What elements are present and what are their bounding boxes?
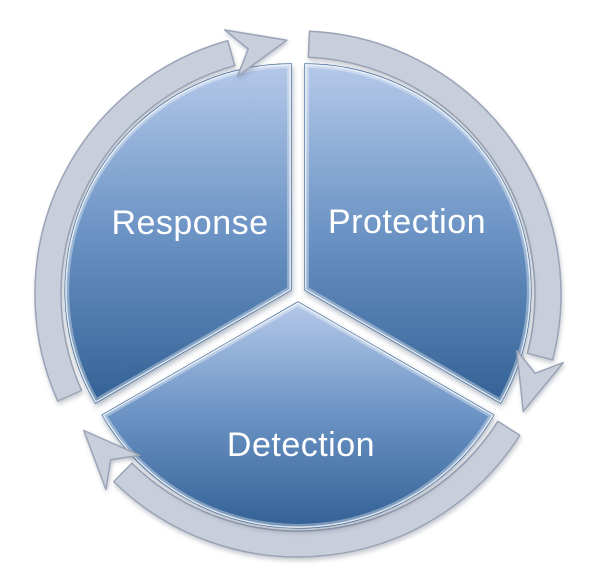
cycle-arc-protection bbox=[307, 30, 562, 361]
arrowhead-lower-left-icon bbox=[83, 429, 141, 491]
segment-labels: Response Protection Detection bbox=[111, 203, 486, 464]
cycle-arrow-ring bbox=[34, 30, 562, 558]
segment-label-response: Response bbox=[111, 204, 268, 242]
segment-label-protection: Protection bbox=[328, 203, 486, 241]
arrowhead-top-icon bbox=[224, 29, 288, 77]
cycle-arc-detection bbox=[112, 420, 521, 558]
arrowhead-lower-right-icon bbox=[516, 349, 565, 413]
cycle-arrowheads bbox=[83, 29, 565, 491]
segment-label-detection: Detection bbox=[227, 426, 375, 464]
cycle-arc-response bbox=[34, 39, 236, 402]
